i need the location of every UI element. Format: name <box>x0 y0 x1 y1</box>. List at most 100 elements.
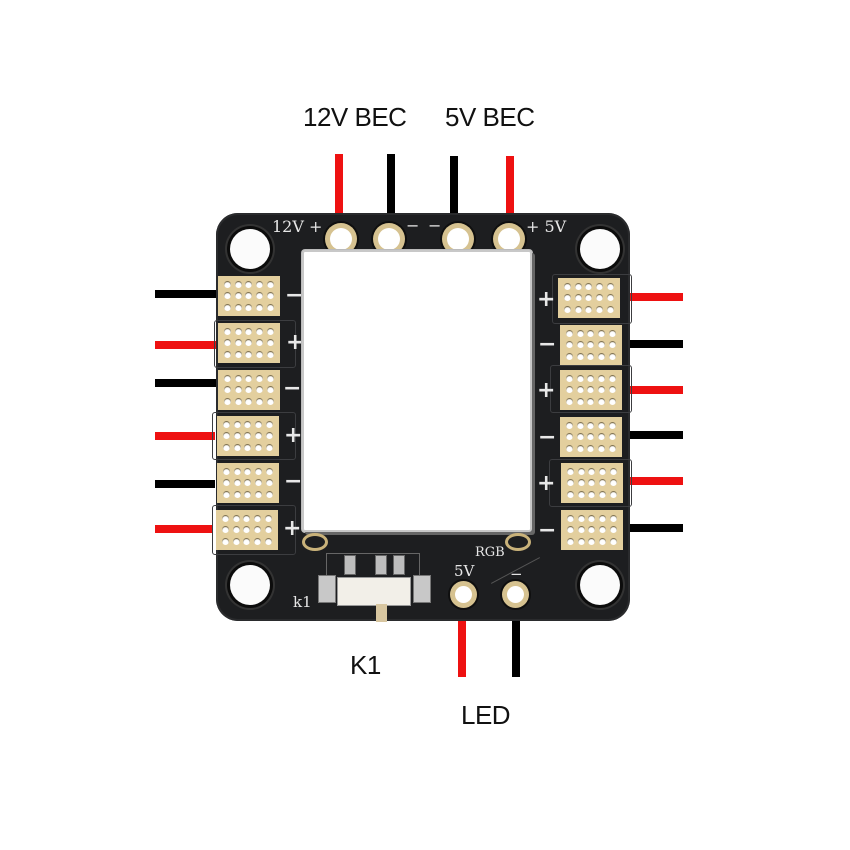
via-hole <box>266 479 274 487</box>
sign-left-2: + <box>286 330 305 355</box>
silk-12v-plus: 12V + <box>272 217 323 236</box>
switch-leg-3 <box>393 555 405 575</box>
via-hole <box>587 397 595 405</box>
via-hole <box>245 397 253 405</box>
pad-outline-left-4 <box>212 412 296 460</box>
via-hole <box>609 397 617 405</box>
via-hole <box>610 526 618 534</box>
pad-outline-right-5 <box>549 459 632 507</box>
via-hole <box>587 422 595 430</box>
via-hole <box>255 421 263 429</box>
pad-block-left-5 <box>217 463 279 503</box>
wire-left-6-positive <box>155 525 213 533</box>
via-hole <box>234 292 242 300</box>
via-hole <box>599 490 607 498</box>
pad-outline-left-6 <box>212 505 296 555</box>
via-hole <box>576 386 584 394</box>
switch-tab-left <box>318 575 336 603</box>
via-hole <box>223 397 231 405</box>
label-12v-bec: 12V BEC <box>303 102 407 132</box>
via-hole <box>223 350 231 358</box>
via-hole <box>245 281 253 289</box>
via-hole <box>244 443 252 451</box>
via-hole <box>244 432 252 440</box>
via-hole <box>577 537 585 545</box>
via-hole <box>266 432 274 440</box>
via-hole <box>566 479 574 487</box>
via-hole <box>566 468 574 476</box>
via-hole <box>609 422 617 430</box>
wire-led-5v <box>458 617 466 677</box>
switch-k1-body <box>337 577 411 606</box>
via-hole <box>256 397 264 405</box>
via-hole <box>565 422 573 430</box>
pad-5v-negative <box>447 228 469 250</box>
via-hole <box>245 375 253 383</box>
pad-12v-negative <box>378 228 400 250</box>
via-hole <box>599 479 607 487</box>
via-hole <box>598 397 606 405</box>
via-hole <box>233 468 241 476</box>
via-hole <box>267 292 275 300</box>
via-hole <box>599 526 607 534</box>
via-hole <box>245 303 253 311</box>
via-hole <box>598 330 606 338</box>
via-hole <box>234 375 242 383</box>
via-hole <box>588 526 596 534</box>
via-hole <box>266 421 274 429</box>
via-hole <box>222 443 230 451</box>
via-hole <box>243 515 251 523</box>
via-hole <box>234 339 242 347</box>
via-hole <box>267 328 275 336</box>
via-hole <box>234 386 242 394</box>
wire-right-3-positive <box>627 386 683 394</box>
via-hole <box>598 422 606 430</box>
silk-5v-plus: + 5V <box>526 217 567 236</box>
via-hole <box>576 444 584 452</box>
sign-left-6: + <box>283 516 302 541</box>
via-hole <box>234 328 242 336</box>
bec-shield-cover <box>302 250 532 532</box>
pad-block-right-4 <box>560 417 622 457</box>
via-hole <box>565 375 573 383</box>
via-hole <box>266 490 274 498</box>
via-hole <box>585 294 593 302</box>
silk-k1: k1 <box>293 593 312 611</box>
switch-leg-2 <box>375 555 387 575</box>
sign-left-3: − <box>283 376 302 401</box>
silk-minus-1: − <box>406 216 420 235</box>
via-hole <box>232 526 240 534</box>
via-hole <box>598 386 606 394</box>
via-hole <box>223 292 231 300</box>
via-hole <box>574 294 582 302</box>
via-hole <box>244 479 252 487</box>
via-hole <box>255 432 263 440</box>
via-hole <box>255 443 263 451</box>
via-hole <box>563 305 571 313</box>
wire-5v-positive <box>506 156 514 234</box>
via-hole <box>587 330 595 338</box>
silk-minus-2: − <box>428 216 442 235</box>
via-hole <box>255 479 263 487</box>
via-hole <box>223 339 231 347</box>
via-hole <box>566 526 574 534</box>
sign-right-4: − <box>538 425 557 450</box>
via-hole <box>587 386 595 394</box>
wire-12v-positive <box>335 154 343 234</box>
via-hole <box>565 352 573 360</box>
silk-rgb: RGB <box>475 545 505 560</box>
pad-block-right-6 <box>561 510 623 550</box>
via-hole <box>598 444 606 452</box>
wire-led-negative <box>512 616 520 677</box>
wire-left-3-negative <box>155 379 217 387</box>
via-hole <box>576 330 584 338</box>
via-hole <box>265 537 273 545</box>
switch-outline <box>326 553 420 576</box>
via-hole <box>599 515 607 523</box>
sign-right-2: − <box>538 332 557 357</box>
switch-leg-1 <box>344 555 356 575</box>
via-hole <box>577 490 585 498</box>
sign-left-4: + <box>284 423 303 448</box>
via-hole <box>233 421 241 429</box>
via-hole <box>221 515 229 523</box>
